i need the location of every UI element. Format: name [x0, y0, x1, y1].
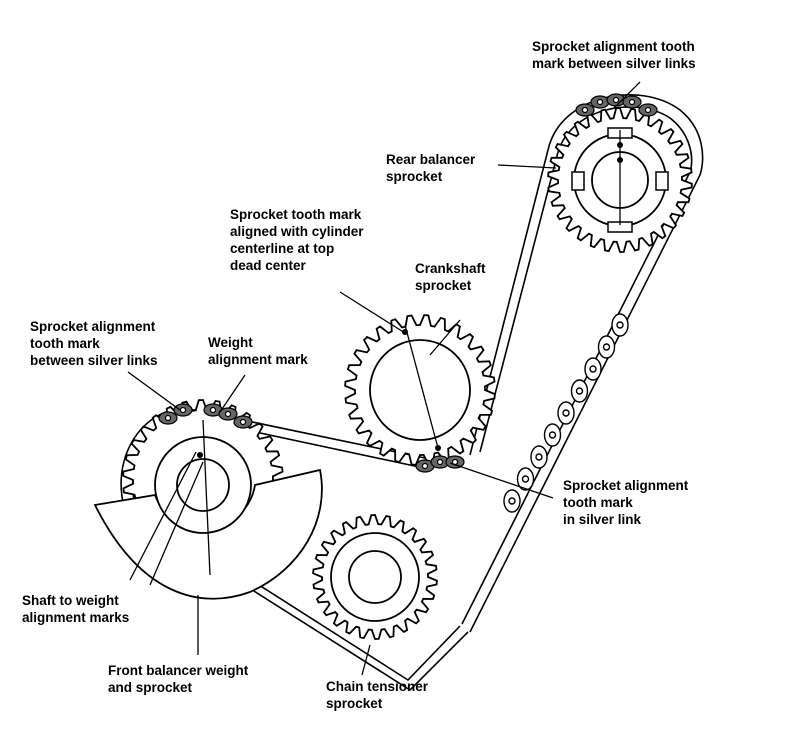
label-weight-alignment-mark: Weight alignment mark	[208, 335, 308, 367]
silver-link-pin	[644, 106, 652, 114]
chain-link-pin	[602, 343, 611, 351]
chain-link-pin	[508, 497, 516, 505]
silver-link-pin	[224, 410, 232, 418]
chain-run-tensioner-to-front-inner	[211, 554, 461, 682]
rear-hub-tab-0	[571, 171, 585, 191]
label-tdc-tooth-mark: Sprocket tooth mark aligned with cylinde…	[230, 207, 364, 273]
label-front-balancer-weight: Front balancer weight and sprocket	[108, 663, 249, 695]
silver-link-pin	[436, 458, 444, 466]
silver-link-pin	[239, 418, 247, 426]
crankshaft-sprocket-hub-0	[369, 339, 471, 441]
chain-tensioner-sprocket	[312, 514, 438, 640]
chain-run-tensioner-to-front	[204, 559, 469, 692]
chain-link-pin	[535, 453, 543, 461]
silver-link-chain	[503, 313, 629, 513]
silver-link-pin	[164, 414, 172, 422]
silver-link-pin	[628, 98, 636, 106]
rear-hub-tab-1	[655, 171, 669, 191]
silver-link-pin	[581, 106, 589, 114]
silver-link-pin	[612, 96, 620, 104]
label-chain-tensioner-sprocket: Chain tensioner sprocket	[326, 679, 429, 711]
silver-link-pin	[179, 406, 187, 414]
silver-link-pin	[209, 406, 217, 414]
front-balancer-hub	[154, 436, 252, 534]
chain-run-crank-to-rear-inner	[479, 155, 558, 453]
chain-link-pin	[521, 475, 530, 483]
chain-tensioner-sprocket-hub-1	[348, 550, 402, 604]
silver-link-pin	[421, 462, 429, 470]
chain-run-rear-to-tensioner	[469, 174, 701, 633]
chain-link-pin	[548, 431, 557, 439]
chain-link-pin	[575, 387, 584, 395]
silver-link-pin	[596, 98, 604, 106]
crankshaft-sprocket	[344, 314, 496, 466]
label-crank-silver-link: Sprocket alignment tooth mark in silver …	[563, 478, 689, 527]
chain-wrap-rear	[547, 94, 704, 176]
timing-dots	[197, 142, 623, 458]
chain-link-pin	[562, 409, 570, 417]
chain-link-pin	[589, 365, 597, 373]
label-rear-alignment-mark: Sprocket alignment tooth mark between si…	[532, 39, 696, 71]
chain-link-pin	[616, 321, 624, 329]
leader-lines	[127, 81, 641, 676]
label-rear-balancer-sprocket: Rear balancer sprocket	[386, 152, 476, 184]
label-crankshaft-sprocket: Crankshaft sprocket	[415, 261, 486, 293]
label-shaft-to-weight-marks: Shaft to weight alignment marks	[22, 593, 130, 625]
label-front-alignment-mark: Sprocket alignment tooth mark between si…	[30, 319, 158, 368]
